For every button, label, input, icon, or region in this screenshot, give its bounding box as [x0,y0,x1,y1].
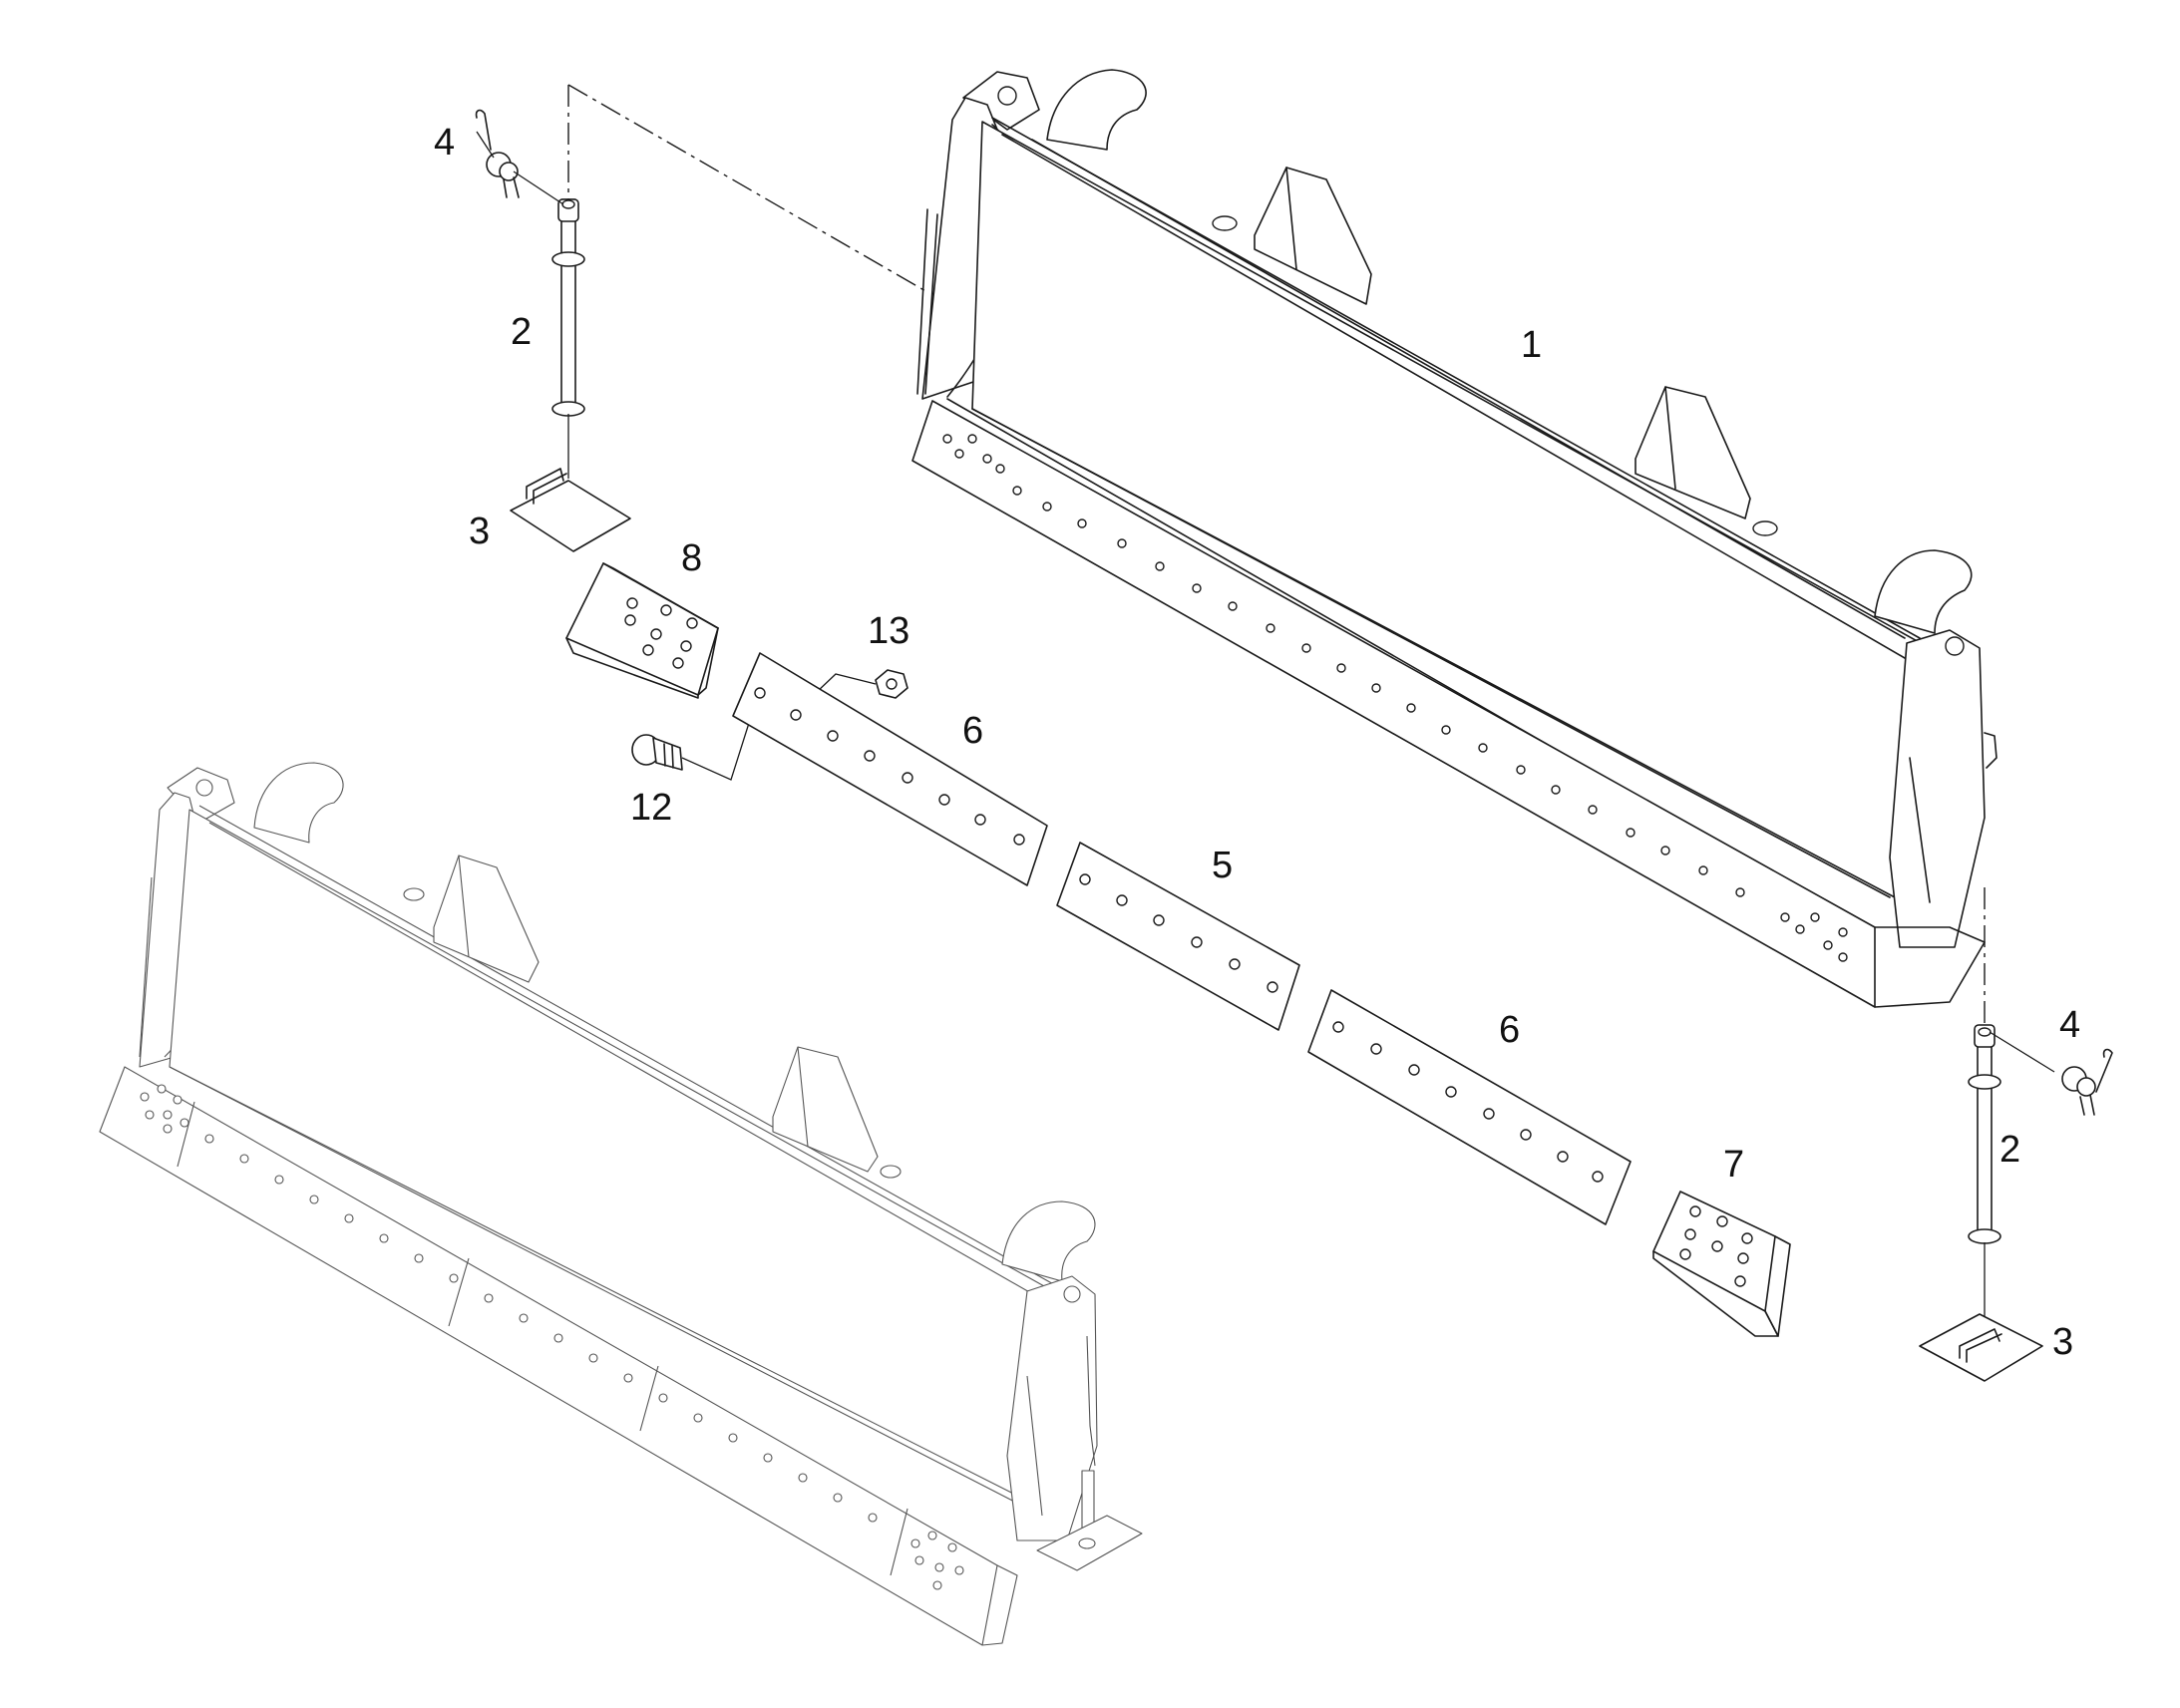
callout-3-left: 3 [469,511,490,552]
callout-13: 13 [868,610,909,652]
callout-3-right: 3 [2052,1321,2073,1363]
assembled-edge-holes [140,1084,964,1590]
part-1-bucket [911,69,1998,1008]
part-5-edge-segment-center [1056,842,1300,1031]
callout-leaders [476,131,495,159]
part-7-corner-piece [1652,1191,1791,1337]
part-2-stand-leg-left [551,198,585,479]
callout-4-left: 4 [434,122,455,164]
callout-6-left: 6 [962,710,983,752]
part-13-nut [797,669,908,711]
callout-12: 12 [630,787,672,829]
part-6-edge-segment-right [1307,989,1632,1225]
callout-4-right: 4 [2059,1004,2080,1046]
callout-8: 8 [681,537,702,579]
callout-6-right: 6 [1499,1009,1520,1051]
part-6-edge-segment-left [732,652,1048,886]
bucket-edge-holes [942,434,1848,962]
callout-7: 7 [1723,1144,1744,1186]
callout-2-right: 2 [1999,1129,2020,1171]
part-4-lynch-pin-left [475,109,564,205]
part-3-foot-plate-right [1919,1313,2043,1382]
assembly-centerlines [567,84,1986,1027]
part-12-bolt [631,719,751,781]
callout-5: 5 [1212,845,1233,886]
part-8-corner-piece [565,562,719,699]
callouts: 1 2 2 3 3 4 4 5 6 6 7 8 12 13 [434,122,2080,1363]
part-2-stand-leg-right [1968,1024,2001,1316]
callout-2-left: 2 [511,311,532,353]
part-4-lynch-pin-right [1989,1031,2113,1116]
callout-1: 1 [1521,324,1542,366]
part-3-foot-plate-left [510,468,631,552]
assembled-bucket-preview [99,762,1143,1646]
